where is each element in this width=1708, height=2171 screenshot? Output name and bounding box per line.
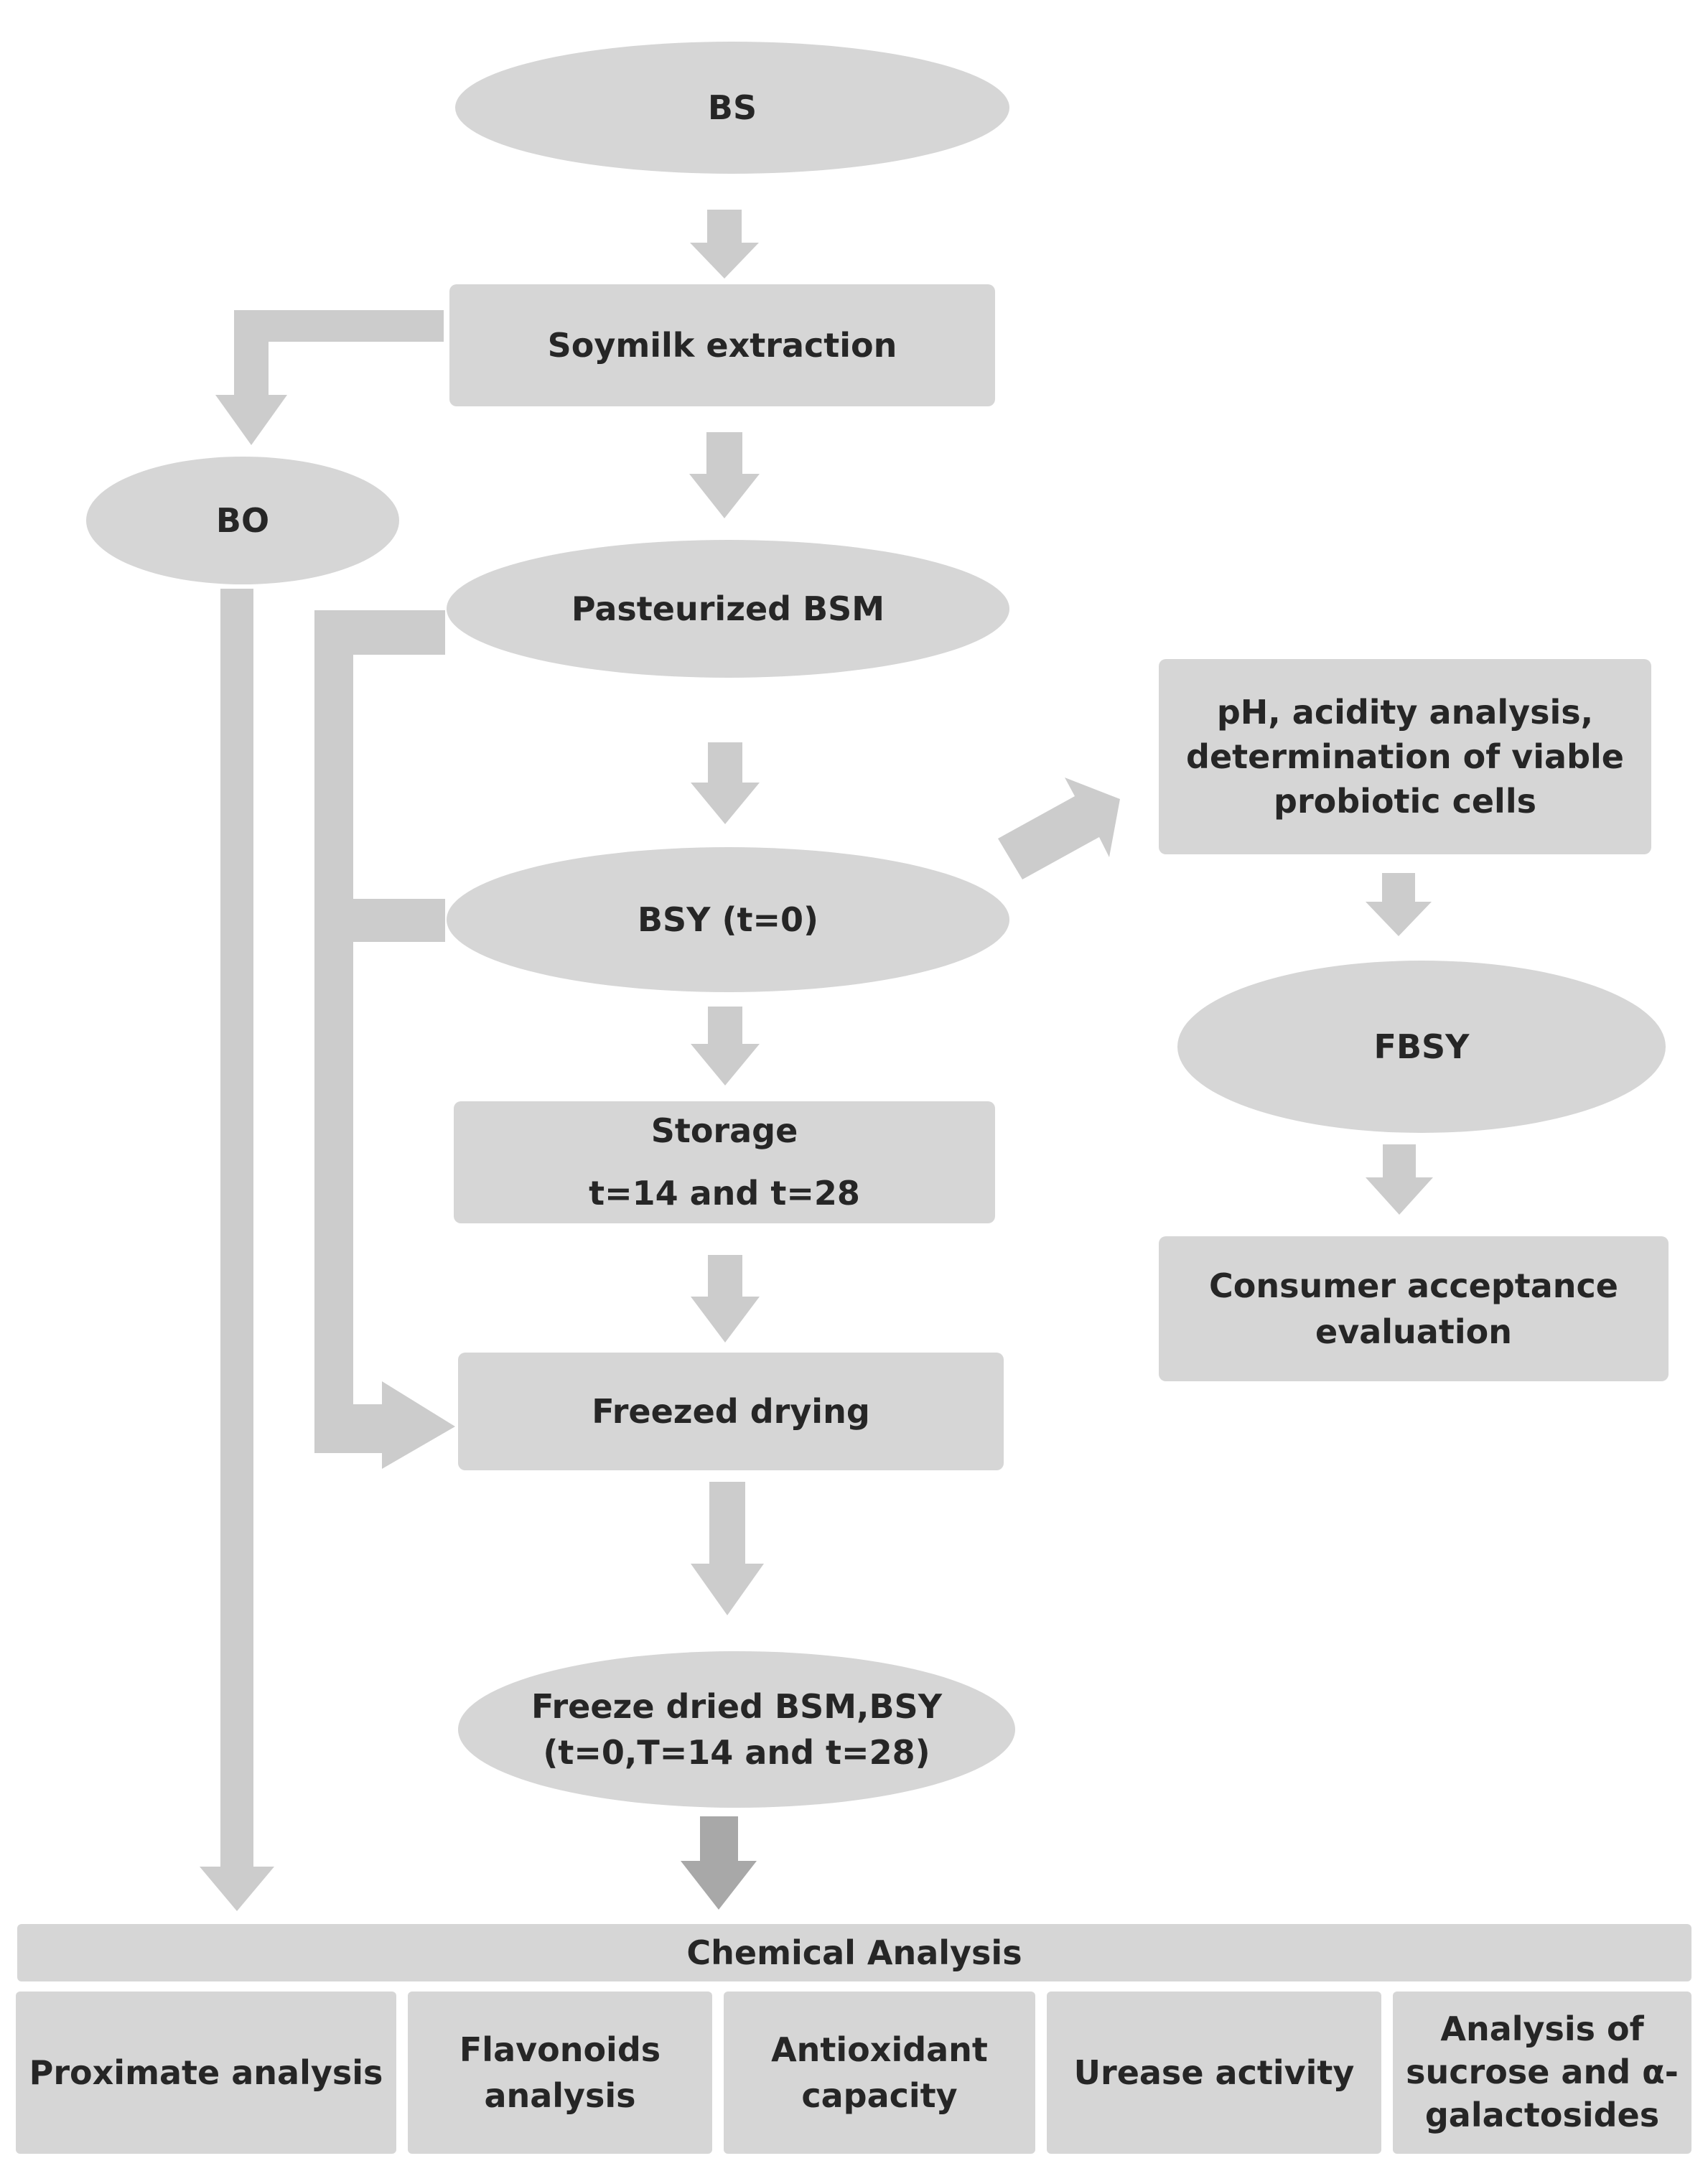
arrow-bo-to-chemical xyxy=(200,589,274,1911)
analysis-flavonoids-line2: analysis xyxy=(484,2076,636,2115)
analysis-sucrose-line3: galactosides xyxy=(1424,2095,1660,2134)
node-bo-label: BO xyxy=(215,500,270,540)
chemical-analysis-title: Chemical Analysis xyxy=(686,1933,1022,1972)
node-consumer-line1: Consumer acceptance xyxy=(1208,1266,1618,1305)
arrow-extraction-to-bo xyxy=(215,310,444,445)
node-freeze-dried-line1: Freeze dried BSM,BSY xyxy=(531,1686,942,1726)
node-freeze-dried-bsm-bsy: Freeze dried BSM,BSY (t=0,T=14 and t=28) xyxy=(458,1651,1015,1808)
arrow-bracket-to-drying xyxy=(314,610,455,1469)
analysis-antioxidant: Antioxidant capacity xyxy=(724,1992,1035,2154)
analysis-antioxidant-line1: Antioxidant xyxy=(771,2030,988,2069)
node-bs: BS xyxy=(455,42,1009,174)
node-bs-label: BS xyxy=(707,88,757,127)
arrow-pasteurized-to-bsy xyxy=(691,742,760,824)
analysis-sucrose-galactosides: Analysis of sucrose and α- galactosides xyxy=(1393,1992,1691,2154)
node-ph-line1: pH, acidity analysis, xyxy=(1216,692,1594,732)
node-fbsy-label: FBSY xyxy=(1373,1027,1470,1066)
arrow-bs-to-extraction xyxy=(690,210,759,279)
node-fbsy: FBSY xyxy=(1177,961,1666,1133)
node-ph-line2: determination of viable xyxy=(1186,737,1624,776)
analysis-sucrose-line1: Analysis of xyxy=(1440,2009,1644,2049)
analysis-urease-line1: Urease activity xyxy=(1073,2053,1355,2092)
analysis-urease: Urease activity xyxy=(1047,1992,1381,2154)
node-bsy-t0: BSY (t=0) xyxy=(447,847,1009,992)
arrow-ph-to-fbsy xyxy=(1366,873,1432,936)
analysis-sucrose-line2: sucrose and α- xyxy=(1406,2053,1679,2092)
arrow-freeze-dried-to-chemical xyxy=(681,1816,757,1910)
analysis-antioxidant-line2: capacity xyxy=(801,2076,958,2115)
arrow-storage-to-drying xyxy=(691,1255,760,1343)
node-soymilk-extraction: Soymilk extraction xyxy=(449,284,995,406)
node-soymilk-extraction-label: Soymilk extraction xyxy=(547,325,897,365)
node-bsy-t0-label: BSY (t=0) xyxy=(637,900,819,939)
node-bo: BO xyxy=(86,457,399,584)
node-freezed-drying-label: Freezed drying xyxy=(592,1391,870,1431)
analysis-flavonoids: Flavonoids analysis xyxy=(408,1992,712,2154)
node-storage-times: t=14 and t=28 xyxy=(589,1174,860,1213)
node-consumer-line2: evaluation xyxy=(1315,1312,1512,1351)
arrow-drying-to-freeze-dried xyxy=(691,1482,764,1615)
node-freezed-drying: Freezed drying xyxy=(458,1353,1004,1470)
analysis-proximate-line1: Proximate analysis xyxy=(29,2053,383,2092)
arrow-bsy-to-ph xyxy=(998,778,1120,879)
node-consumer-acceptance: Consumer acceptance evaluation xyxy=(1159,1236,1669,1381)
node-pasteurized-bsm-label: Pasteurized BSM xyxy=(571,589,885,628)
arrow-extraction-to-pasteurized xyxy=(689,432,760,518)
node-ph-line3: probiotic cells xyxy=(1274,782,1536,821)
arrow-fbsy-to-consumer xyxy=(1366,1144,1433,1215)
chemical-analysis-header: Chemical Analysis xyxy=(17,1924,1691,1981)
analysis-proximate: Proximate analysis xyxy=(16,1992,396,2154)
node-ph-acidity-analysis: pH, acidity analysis, determination of v… xyxy=(1159,659,1651,854)
analysis-flavonoids-line1: Flavonoids xyxy=(459,2030,661,2069)
node-freeze-dried-line2: (t=0,T=14 and t=28) xyxy=(543,1733,930,1772)
node-pasteurized-bsm: Pasteurized BSM xyxy=(447,540,1009,678)
node-storage-title: Storage xyxy=(650,1111,798,1150)
arrow-bsy-to-storage xyxy=(691,1007,760,1086)
node-storage: Storage t=14 and t=28 xyxy=(454,1101,995,1223)
